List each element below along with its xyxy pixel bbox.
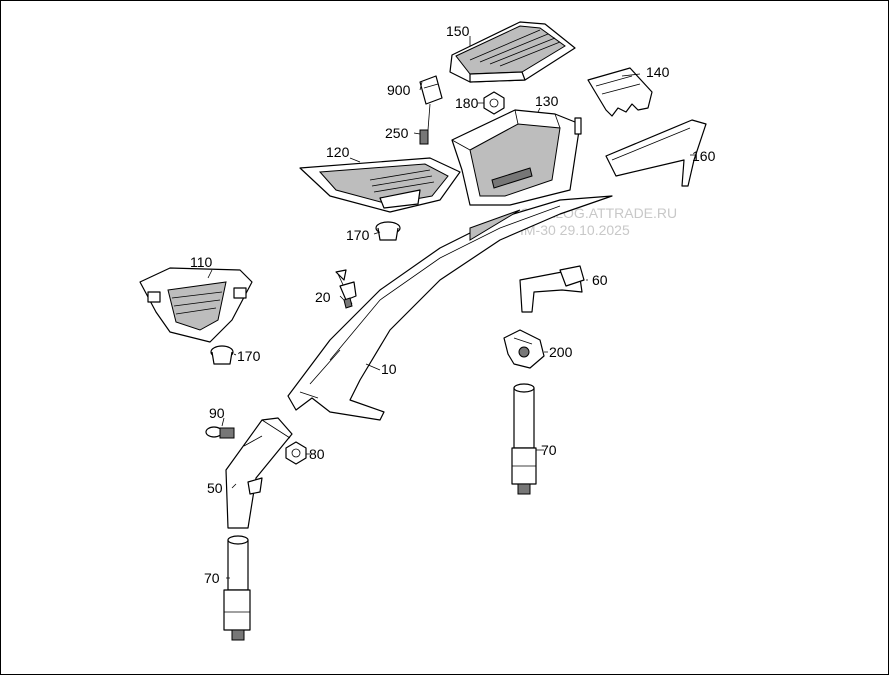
- part-150-top-tray[interactable]: [449, 21, 576, 83]
- watermark-line-2: IM-30 29.10.2025: [520, 222, 630, 238]
- label-10: 10: [381, 361, 397, 377]
- part-20-push-rivet[interactable]: [335, 269, 357, 309]
- part-140-mat[interactable]: [587, 67, 653, 117]
- label-160: 160: [692, 148, 716, 164]
- label-80: 80: [309, 446, 325, 462]
- label-900: 900: [387, 82, 411, 98]
- label-150: 150: [446, 23, 470, 39]
- label-180: 180: [455, 95, 479, 111]
- part-60-tube[interactable]: [519, 265, 585, 313]
- part-90-bolt[interactable]: [205, 426, 235, 439]
- part-200-bracket-plate[interactable]: [503, 329, 545, 369]
- label-70-right: 70: [541, 442, 557, 458]
- label-50: 50: [207, 480, 223, 496]
- label-120: 120: [326, 144, 350, 160]
- part-110-vent-housing[interactable]: [139, 267, 253, 343]
- part-170-grommet-lower[interactable]: [210, 345, 234, 365]
- part-160-bracket[interactable]: [605, 119, 707, 187]
- part-80-hex-nut[interactable]: [285, 441, 307, 465]
- part-70-actuator-left[interactable]: [223, 535, 251, 641]
- label-170-lower: 170: [237, 348, 261, 364]
- label-90: 90: [209, 405, 225, 421]
- label-140: 140: [646, 64, 670, 80]
- label-70-left: 70: [204, 570, 220, 586]
- label-110: 110: [190, 254, 213, 270]
- part-120-cover[interactable]: [299, 157, 461, 213]
- part-900-tag[interactable]: [419, 75, 443, 105]
- label-200: 200: [549, 344, 573, 360]
- label-250: 250: [385, 125, 409, 141]
- label-60: 60: [592, 272, 608, 288]
- part-250-clip[interactable]: [419, 103, 431, 145]
- part-70-actuator-right[interactable]: [511, 383, 537, 495]
- part-10-trim-panel[interactable]: [287, 195, 613, 421]
- label-20: 20: [315, 289, 331, 305]
- part-180-nut[interactable]: [483, 91, 505, 115]
- part-50-duct[interactable]: [225, 417, 293, 529]
- label-170-upper: 170: [346, 227, 370, 243]
- part-170-grommet-upper[interactable]: [375, 221, 401, 241]
- part-130-storage-box[interactable]: [451, 109, 582, 206]
- label-130: 130: [535, 93, 559, 109]
